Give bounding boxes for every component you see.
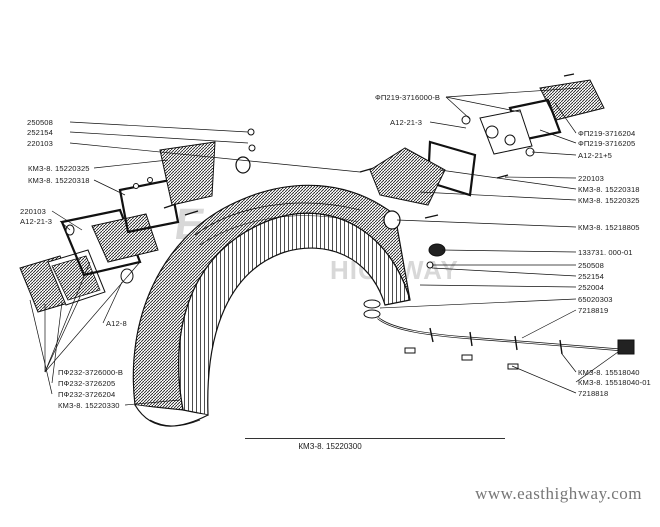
label-133731: 133731. 000-01 xyxy=(578,248,633,257)
label-kmz-15220318-right: КМЗ-8. 15220318 xyxy=(578,185,640,194)
label-kmz-15220325-left: КМЗ-8. 15220325 xyxy=(28,164,90,173)
label-220103-right: 220103 xyxy=(578,174,604,183)
label-kmz-15220325-right: КМЗ-8. 15220325 xyxy=(578,196,640,205)
label-a12-21-5: А12-21+5 xyxy=(578,151,612,160)
label-a12-21-3-right: А12-21-3 xyxy=(390,118,423,127)
label-kmz-15518040: КМЗ-8. 15518040 xyxy=(578,368,640,377)
left-lamp-parts xyxy=(19,128,375,313)
label-252004: 252004 xyxy=(578,283,604,292)
leader-lines xyxy=(29,87,619,406)
label-pf232-3726205: ПФ232-3726205 xyxy=(58,379,116,388)
label-220103-left: 220103 xyxy=(20,207,46,216)
right-lamp-parts xyxy=(369,73,605,269)
caption-rule xyxy=(245,438,505,439)
label-kmz-15220330: КМЗ-8. 15220330 xyxy=(58,401,120,410)
site-watermark-url: www.easthighway.com xyxy=(475,484,642,503)
mudguard xyxy=(132,184,411,427)
label-fp219-3716000: ФП219-3716000-В xyxy=(375,93,441,102)
label-7218819: 7218819 xyxy=(578,306,609,315)
label-pf232-3726000: ПФ232-3726000-В xyxy=(58,368,124,377)
label-252154-right: 252154 xyxy=(578,272,604,281)
label-a12-21-3-left: А12-21-3 xyxy=(20,217,53,226)
label-a12-8: А12-8 xyxy=(106,319,127,328)
assembly-caption: КМЗ-8. 15220300 xyxy=(298,442,362,451)
label-kmz-15218805: КМЗ-8. 15218805 xyxy=(578,223,640,232)
label-250508-right: 250508 xyxy=(578,261,604,270)
label-220103-top: 220103 xyxy=(27,139,53,148)
label-fp219-3716205: ФП219-3716205 xyxy=(578,139,636,148)
label-kmz-15220318-left: КМЗ-8. 15220318 xyxy=(28,176,90,185)
label-7218818: 7218818 xyxy=(578,389,609,398)
label-fp219-3716204: ФП219-3716204 xyxy=(578,129,636,138)
label-252154-top: 252154 xyxy=(27,128,53,137)
label-65020303: 65020303 xyxy=(578,295,613,304)
label-250508-top: 250508 xyxy=(27,118,53,127)
label-pf232-3726204: ПФ232-3726204 xyxy=(58,390,116,399)
label-kmz-15518040-01: КМЗ-8. 15518040-01 xyxy=(578,378,651,387)
